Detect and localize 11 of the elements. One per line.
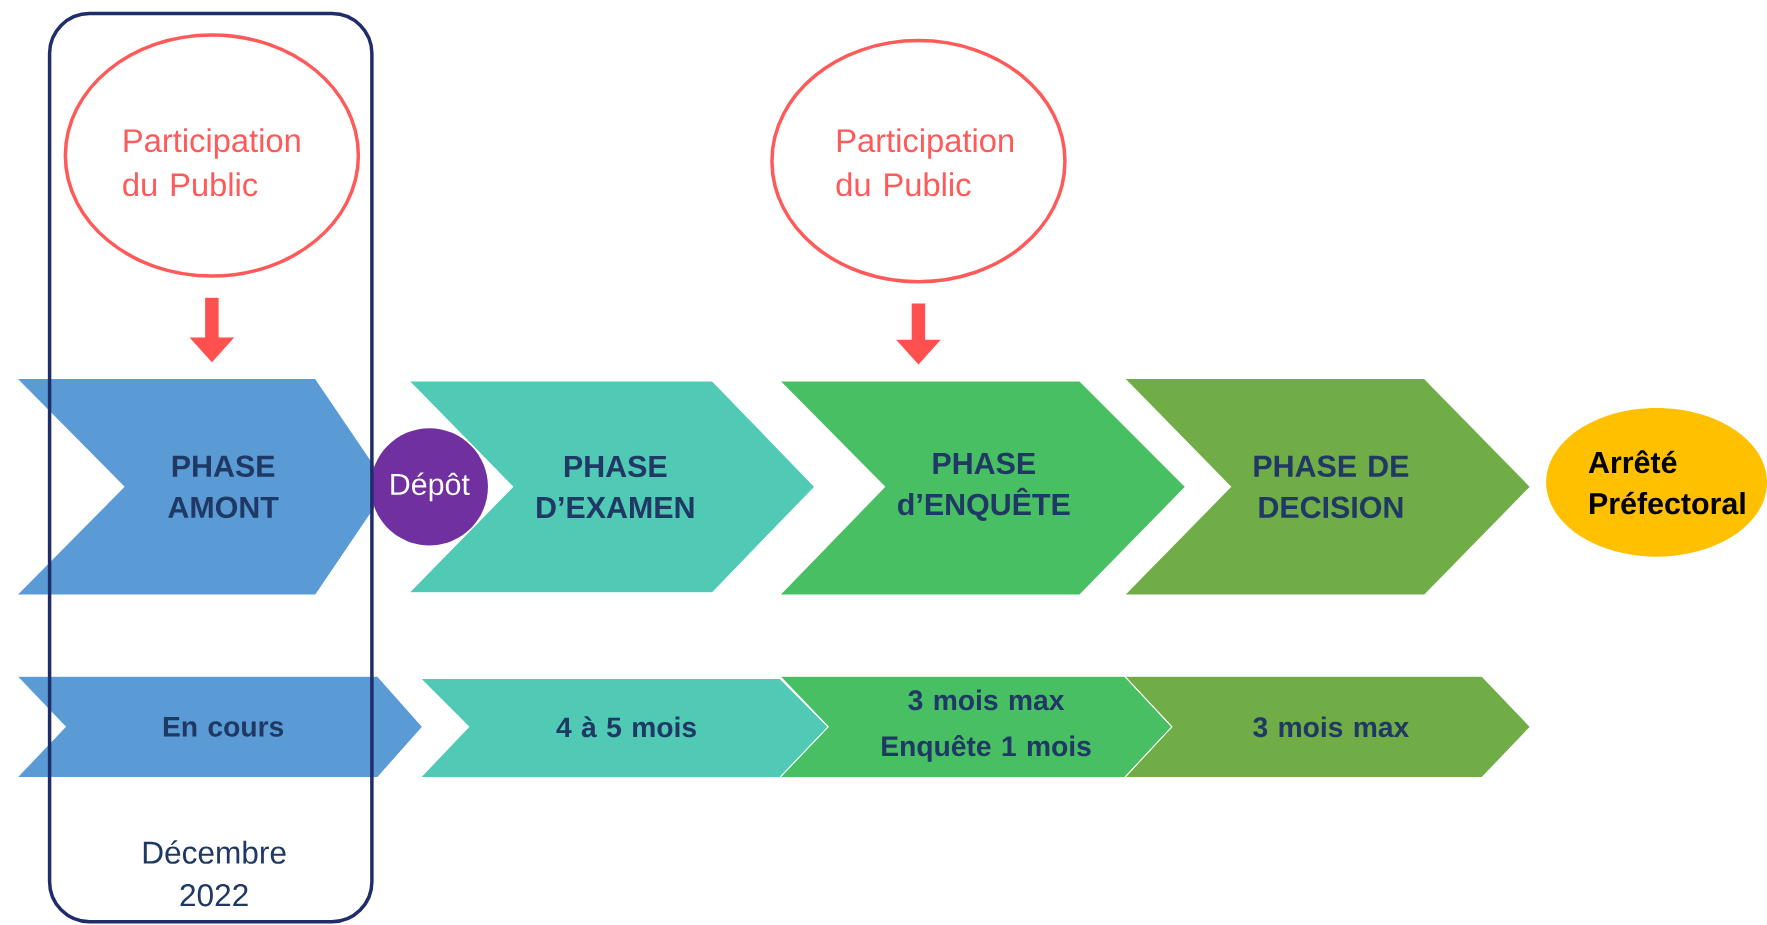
oval-bubble: Participation du Public bbox=[63, 33, 361, 278]
oval-bubble: Participation du Public bbox=[770, 38, 1067, 284]
phase-band: PHASE AMONT bbox=[16, 378, 390, 596]
duration-band: 3 mois max Enquête 1 mois bbox=[779, 675, 1173, 779]
oval-badge: Arrêté Préfectoral bbox=[1546, 407, 1767, 557]
phase-band: PHASE DE DECISION bbox=[1124, 378, 1531, 596]
duration-band: En cours bbox=[16, 675, 424, 779]
duration-band: 4 à 5 mois bbox=[419, 677, 829, 779]
duration-band: 3 mois max bbox=[1124, 675, 1531, 779]
circle-badge: Dépôt bbox=[370, 428, 488, 546]
phase-band: PHASE d’ENQUÊTE bbox=[779, 380, 1186, 596]
